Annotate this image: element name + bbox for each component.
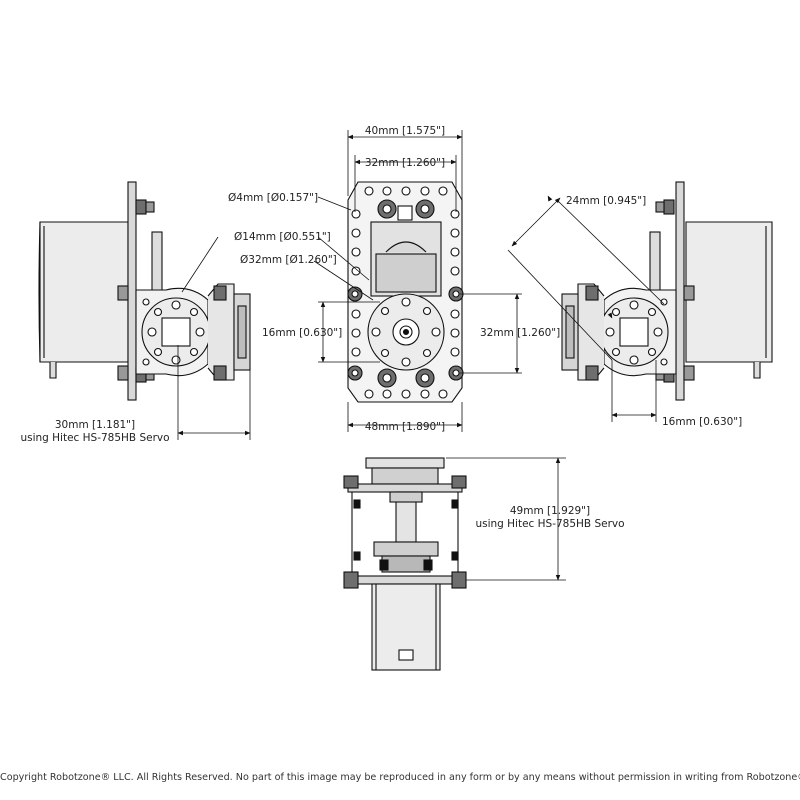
dim-right-spacing: 16mm [0.630"] [662, 416, 742, 428]
dim-hub-diameter: Ø14mm [Ø0.551"] [234, 231, 331, 243]
left-dimensions [177, 236, 251, 440]
left-servo-body [39, 221, 129, 363]
bottom-view [343, 457, 467, 671]
dim-hole-diameter: Ø4mm [Ø0.157"] [228, 192, 318, 204]
front-dimensions [313, 130, 522, 432]
right-dimensions [507, 195, 665, 422]
dim-diagonal: 24mm [0.945"] [566, 195, 646, 207]
dim-hole-spacing-right: 32mm [1.260"] [480, 327, 560, 339]
left-bracket-plate [127, 181, 137, 401]
dim-bolt-circle: Ø32mm [Ø1.260"] [240, 254, 337, 266]
bottom-base-plate [347, 575, 463, 585]
right-bracket-plate [675, 181, 685, 401]
dim-left-offset: 30mm [1.181"] [55, 419, 135, 431]
left-side-view [38, 181, 251, 401]
dim-top-inner: 32mm [1.260"] [365, 157, 445, 169]
front-view [347, 181, 464, 403]
dim-height-note: using Hitec HS-785HB Servo [475, 518, 624, 530]
copyright-notice: Copyright Robotzone® LLC. All Rights Res… [0, 772, 800, 783]
bottom-top-plate [347, 483, 463, 493]
dim-height: 49mm [1.929"] [510, 505, 590, 517]
dimension-labels: 40mm [1.575"] 32mm [1.260"] Ø4mm [Ø0.157… [20, 125, 742, 530]
dim-top-outer: 40mm [1.575"] [365, 125, 445, 137]
right-side-view [561, 181, 773, 401]
right-servo-body [685, 221, 773, 363]
dim-hole-spacing-left: 16mm [0.630"] [262, 327, 342, 339]
dim-bottom-width: 48mm [1.890"] [365, 421, 445, 433]
bottom-dimensions [446, 457, 566, 581]
perimeter-holes [351, 186, 460, 399]
dim-left-offset-note: using Hitec HS-785HB Servo [20, 432, 169, 444]
